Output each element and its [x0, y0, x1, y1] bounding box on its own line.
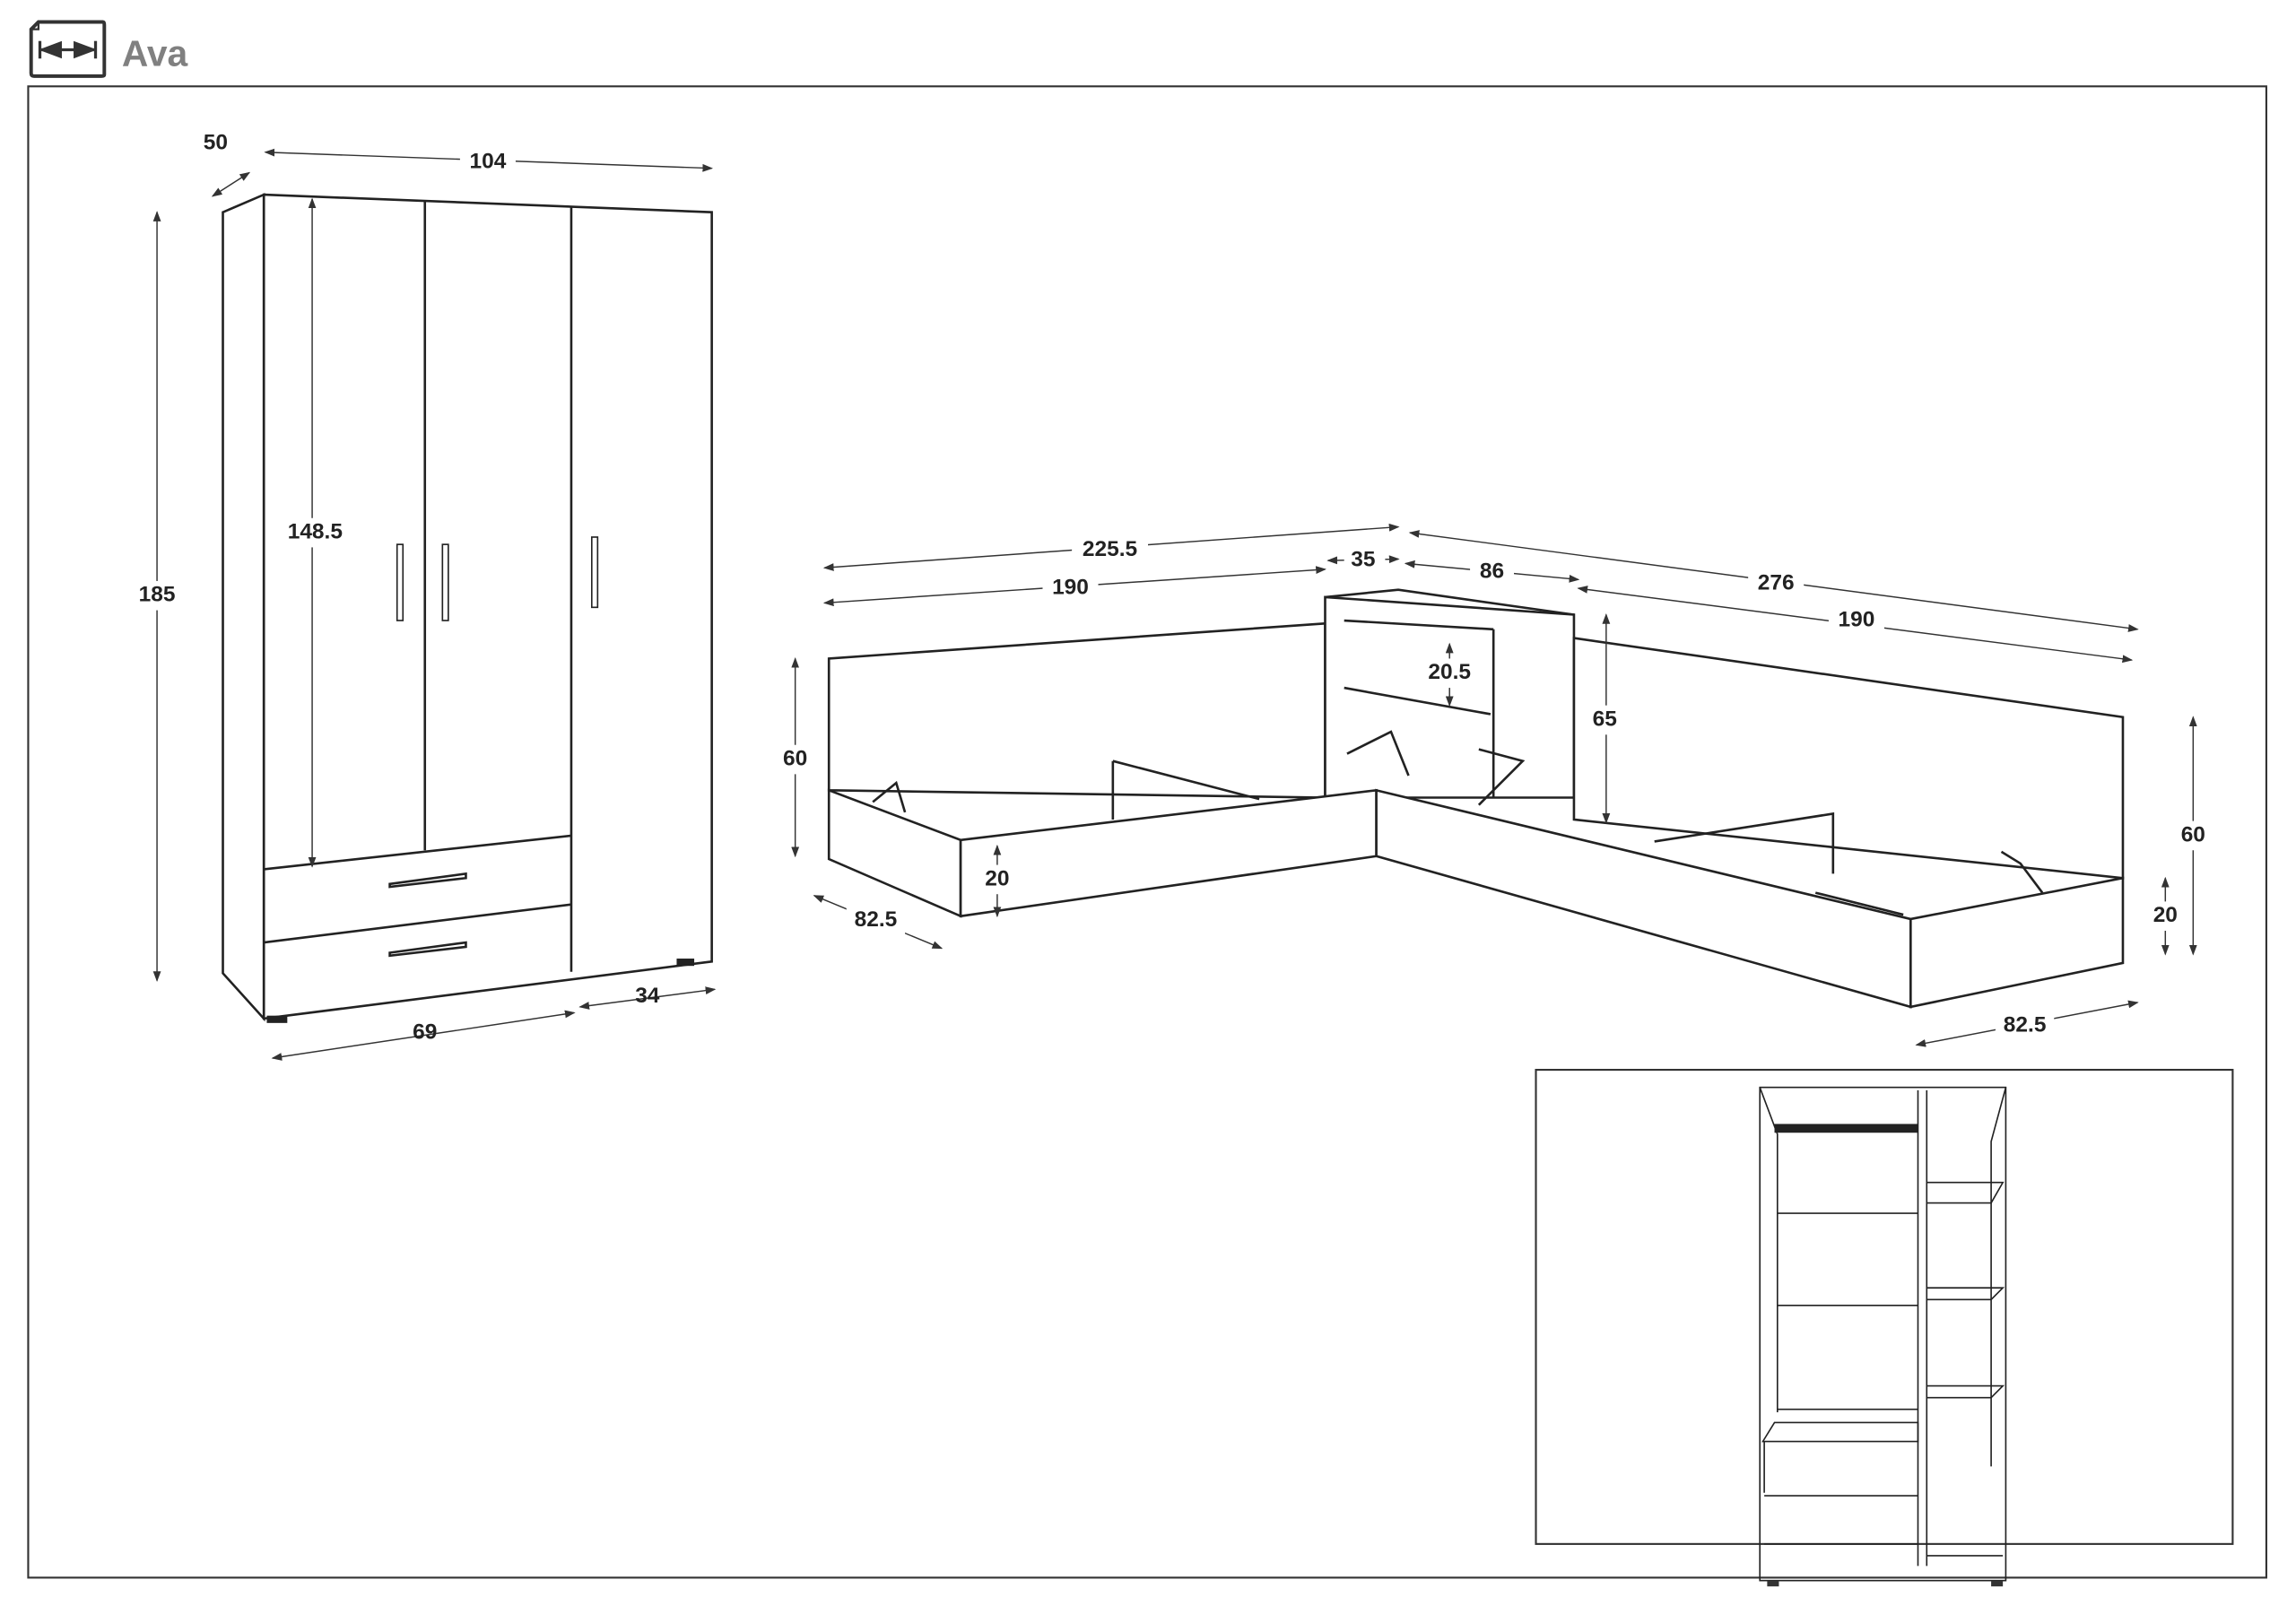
- wardrobe-drawing: [152, 148, 717, 1061]
- nightstand-depth-label: 35: [1351, 548, 1375, 572]
- right-bed-width-label: 82.5: [2004, 1013, 2047, 1037]
- left-base-label: 20: [985, 866, 1009, 890]
- left-width-label: 69: [413, 1020, 437, 1045]
- left-bed-total-label: 225.5: [1083, 537, 1137, 561]
- drawing-frame: [27, 85, 2267, 1579]
- drawer-height-label: 20.5: [1428, 660, 1471, 684]
- wardrobe-depth-label: 50: [204, 130, 228, 154]
- right-headboard-label: 60: [2181, 822, 2205, 846]
- wardrobe-height-label: 185: [139, 583, 176, 607]
- right-width-label: 34: [635, 984, 660, 1008]
- left-headboard-label: 60: [783, 747, 807, 771]
- door-height-label: 148.5: [288, 520, 343, 544]
- page-title: Ava: [122, 32, 188, 74]
- bed-set-drawing: [791, 523, 2197, 1047]
- right-bed-total-label: 276: [1758, 571, 1795, 595]
- left-bed-width-label: 82.5: [855, 907, 898, 932]
- nightstand-height-label: 65: [1593, 707, 1617, 731]
- right-bed-length-label: 190: [1839, 607, 1875, 631]
- nightstand-width-label: 86: [1480, 560, 1504, 584]
- right-base-label: 20: [2153, 903, 2178, 927]
- left-bed-length-label: 190: [1052, 576, 1089, 600]
- wardrobe-interior: [1759, 1086, 2007, 1587]
- dimensions-icon: [29, 20, 107, 78]
- interior-inset-frame: [1535, 1069, 2234, 1545]
- wardrobe-width-label: 104: [470, 150, 507, 174]
